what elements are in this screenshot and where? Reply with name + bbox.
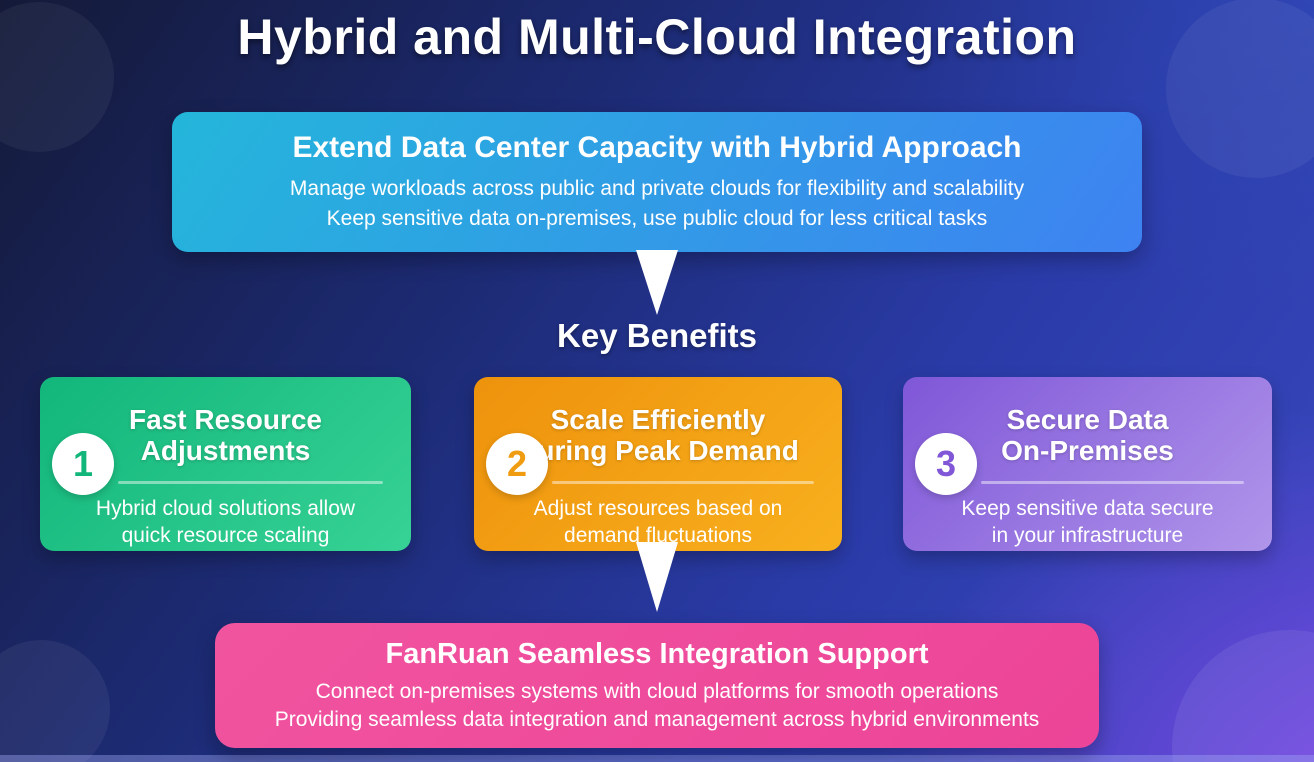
benefit-3-number-badge: 3 — [915, 433, 977, 495]
arrow-down-icon — [636, 250, 678, 315]
page-title: Hybrid and Multi-Cloud Integration — [237, 9, 1077, 65]
benefit-1-desc-line-2: quick resource scaling — [121, 524, 330, 547]
benefit-3-title-line-1: Secure Data — [1006, 404, 1169, 435]
section-heading: Key Benefits — [557, 317, 757, 354]
decor-circle-bottom-left — [0, 640, 110, 762]
benefit-1-title-line-2: Adjustments — [140, 435, 311, 466]
benefit-2-description: Adjust resources based on demand fluctua… — [480, 495, 836, 549]
benefit-2-title-line-1: Scale Efficiently — [550, 404, 766, 435]
arrow-down-icon — [636, 542, 678, 612]
decor-circle-bottom-right — [1172, 630, 1314, 762]
decor-circle-top-right — [1166, 0, 1314, 178]
benefit-1-number: 1 — [72, 443, 94, 484]
benefit-2-desc-line-1: Adjust resources based on — [533, 497, 783, 520]
benefit-3-divider — [981, 481, 1244, 484]
benefit-2-desc-line-2: demand fluctuations — [564, 524, 752, 547]
benefit-2-divider — [552, 481, 814, 484]
benefit-3-title: Secure Data On-Premises — [903, 404, 1272, 466]
bottom-card-title: FanRuan Seamless Integration Support — [385, 637, 929, 670]
benefit-3-desc-line-2: in your infrastructure — [991, 524, 1184, 547]
benefit-1-title: Fast Resource Adjustments — [40, 404, 411, 466]
bottom-summary-card: FanRuan Seamless Integration Support Con… — [215, 623, 1099, 748]
benefit-1-desc-line-1: Hybrid cloud solutions allow — [95, 497, 356, 520]
top-card-line-1: Manage workloads across public and priva… — [289, 176, 1025, 200]
benefit-card-2: 2 Scale Efficiently During Peak Demand A… — [474, 377, 842, 551]
benefit-2-number-badge: 2 — [486, 433, 548, 495]
top-summary-card: Extend Data Center Capacity with Hybrid … — [172, 112, 1142, 252]
benefit-1-description: Hybrid cloud solutions allow quick resou… — [46, 495, 405, 549]
benefit-2-number: 2 — [506, 443, 528, 484]
benefit-1-divider — [118, 481, 383, 484]
bottom-edge-strip — [0, 755, 1314, 762]
benefit-card-3: 3 Secure Data On-Premises Keep sensitive… — [903, 377, 1272, 551]
benefit-1-number-badge: 1 — [52, 433, 114, 495]
benefit-2-title: Scale Efficiently During Peak Demand — [474, 404, 842, 466]
benefit-card-1: 1 Fast Resource Adjustments Hybrid cloud… — [40, 377, 411, 551]
benefit-3-description: Keep sensitive data secure in your infra… — [909, 495, 1266, 549]
benefit-2-title-line-2: During Peak Demand — [517, 435, 799, 466]
benefit-3-number: 3 — [935, 443, 957, 484]
benefit-3-title-line-2: On-Premises — [1001, 435, 1174, 466]
bottom-card-line-1: Connect on-premises systems with cloud p… — [315, 679, 999, 703]
benefit-3-desc-line-1: Keep sensitive data secure — [961, 497, 1214, 520]
top-card-line-2: Keep sensitive data on-premises, use pub… — [326, 206, 988, 230]
benefit-1-title-line-1: Fast Resource — [129, 404, 322, 435]
bottom-card-line-2: Providing seamless data integration and … — [274, 707, 1040, 731]
top-card-title: Extend Data Center Capacity with Hybrid … — [292, 130, 1022, 164]
